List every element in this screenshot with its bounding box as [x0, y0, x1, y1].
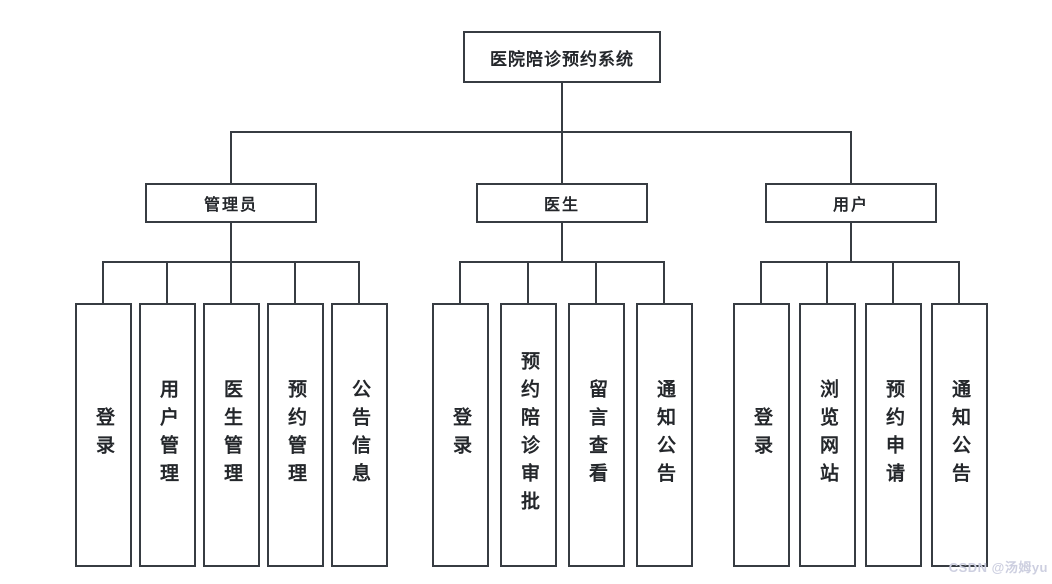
connector-admin-drop [102, 261, 104, 303]
leaf-node: 登录 [75, 303, 132, 567]
connector-admin-drop [358, 261, 360, 303]
root-node-system-title: 医院陪诊预约系统 [463, 31, 661, 83]
branch-node-doctor: 医生 [476, 183, 648, 223]
connector-user-drop [826, 261, 828, 303]
connector-drop-doctor [561, 131, 563, 183]
connector-doctor-drop [459, 261, 461, 303]
leaf-node: 登录 [733, 303, 790, 567]
leaf-node: 医生管理 [203, 303, 260, 567]
connector-admin-drop [294, 261, 296, 303]
leaf-node: 浏览网站 [799, 303, 856, 567]
leaf-node-label: 预约管理 [285, 379, 306, 491]
leaf-node-label: 预约陪诊审批 [518, 351, 539, 519]
leaf-node: 通知公告 [931, 303, 988, 567]
leaf-node: 登录 [432, 303, 489, 567]
connector-root-stem [561, 83, 563, 133]
leaf-node-label: 医生管理 [221, 379, 242, 491]
connector-user-drop [958, 261, 960, 303]
leaf-node: 预约管理 [267, 303, 324, 567]
root-node-label: 医院陪诊预约系统 [490, 49, 634, 69]
leaf-node: 预约陪诊审批 [500, 303, 557, 567]
branch-node-admin: 管理员 [145, 183, 317, 223]
connector-doctor-drop [595, 261, 597, 303]
leaf-node-label: 登录 [93, 407, 114, 463]
connector-drop-user [850, 131, 852, 183]
leaf-node: 通知公告 [636, 303, 693, 567]
leaf-node-label: 登录 [450, 407, 471, 463]
leaf-node: 公告信息 [331, 303, 388, 567]
connector-user-drop [760, 261, 762, 303]
branch-node-user: 用户 [765, 183, 937, 223]
leaf-node-label: 登录 [751, 407, 772, 463]
connector-admin-stem [230, 223, 232, 263]
connector-root-bus [230, 131, 852, 133]
connector-doctor-drop [527, 261, 529, 303]
leaf-node-label: 留言查看 [586, 379, 607, 491]
connector-doctor-stem [561, 223, 563, 263]
csdn-watermark: CSDN @汤姆yu [948, 560, 1048, 575]
connector-admin-drop [230, 261, 232, 303]
leaf-node-label: 浏览网站 [817, 379, 838, 491]
connector-admin-drop [166, 261, 168, 303]
leaf-node: 预约申请 [865, 303, 922, 567]
leaf-node: 留言查看 [568, 303, 625, 567]
branch-node-label: 用户 [832, 197, 869, 214]
leaf-node-label: 通知公告 [654, 379, 675, 491]
connector-doctor-drop [663, 261, 665, 303]
leaf-node-label: 预约申请 [883, 379, 904, 491]
leaf-node-label: 通知公告 [949, 379, 970, 491]
leaf-node-label: 公告信息 [349, 379, 370, 491]
branch-node-label: 医生 [543, 197, 580, 214]
connector-drop-admin [230, 131, 232, 183]
connector-user-stem [850, 223, 852, 263]
branch-node-label: 管理员 [203, 197, 258, 214]
connector-doctor-bus [459, 261, 665, 263]
connector-user-drop [892, 261, 894, 303]
connector-user-bus [760, 261, 960, 263]
leaf-node-label: 用户管理 [157, 379, 178, 491]
leaf-node: 用户管理 [139, 303, 196, 567]
